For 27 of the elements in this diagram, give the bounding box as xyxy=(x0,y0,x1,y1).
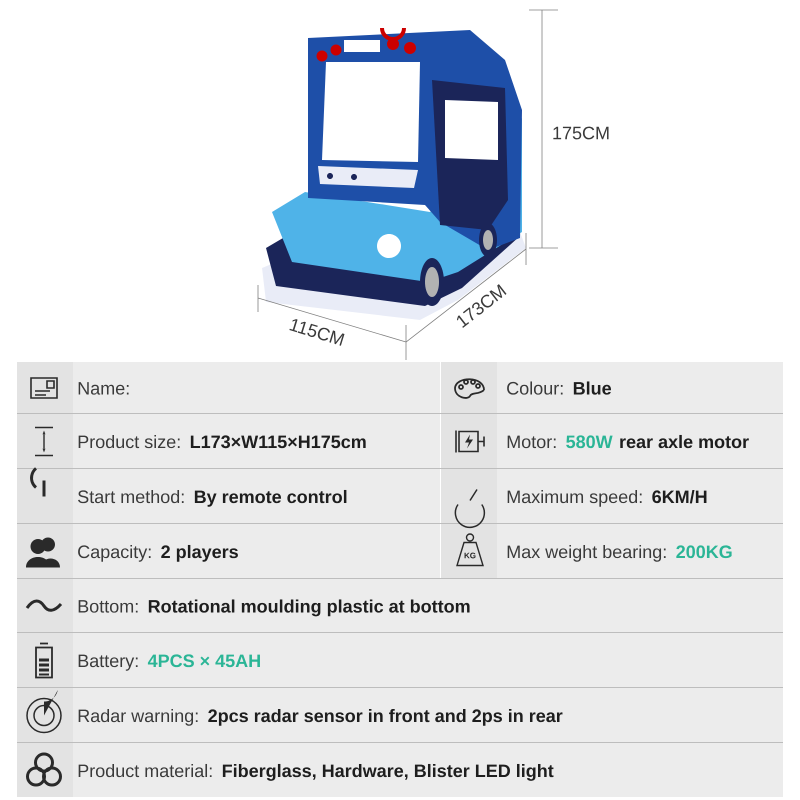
spec-value: L173×W115×H175cm xyxy=(190,435,366,448)
spec-value: By remote control xyxy=(194,490,346,507)
spec-label: Colour: xyxy=(507,381,563,395)
spec-value: Fiberglass, Hardware, Blister LED light xyxy=(222,764,554,781)
spec-label: Battery: xyxy=(78,654,138,671)
spec-label: Radar warning: xyxy=(78,708,198,726)
spec-value: Blue xyxy=(574,381,612,395)
spec-value: 2 players xyxy=(161,544,238,562)
spec-label: Start method: xyxy=(78,490,184,504)
dimension-label: 175CM xyxy=(553,126,609,140)
spec-value: rear axle motor xyxy=(620,434,749,448)
spec-value: 2pcs radar sensor in front and 2ps in rear xyxy=(208,708,562,726)
spec-value: 6KM/H xyxy=(652,490,706,504)
spec-label: Bottom: xyxy=(78,600,138,613)
spec-label: Motor: xyxy=(508,436,556,448)
spec-label: Max weight bearing: xyxy=(508,544,666,562)
spec-label: Maximum speed: xyxy=(508,490,642,507)
dimension-label: 115CM xyxy=(289,319,344,346)
spec-value: 200KG xyxy=(676,545,732,558)
spec-label: Product size: xyxy=(78,434,180,448)
spec-value: Rotational moulding plastic at bottom xyxy=(148,599,470,616)
icon-text: KG xyxy=(464,552,476,558)
spec-label: Product material: xyxy=(78,764,212,778)
spec-label: Capacity: xyxy=(78,544,151,562)
spec-value: 580W xyxy=(566,435,613,448)
spec-label: Name: xyxy=(78,382,129,395)
spec-value: 4PCS × 45AH xyxy=(148,654,260,668)
